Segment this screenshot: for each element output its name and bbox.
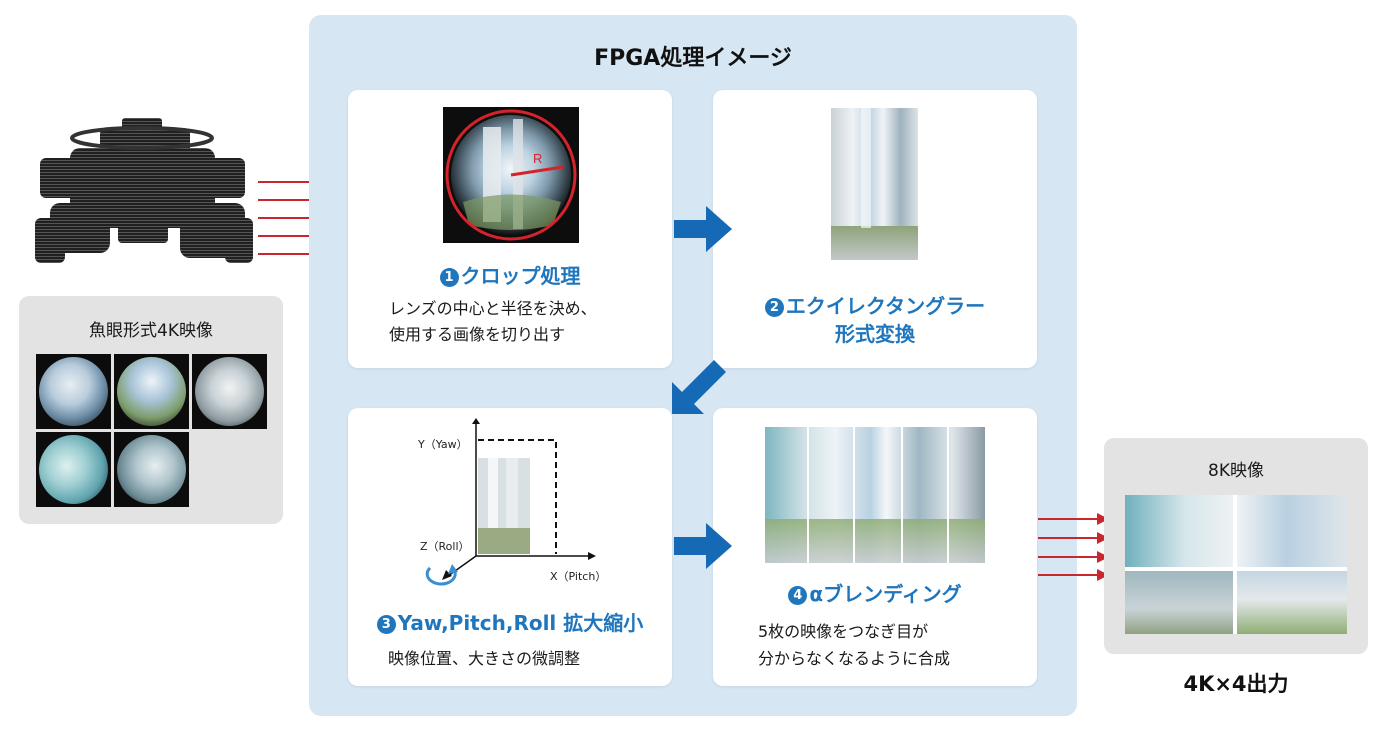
step-number-badge: 2 — [764, 298, 784, 317]
flow-arrow-diagonal-icon — [672, 360, 726, 414]
output-signal-arrows — [1038, 513, 1109, 581]
flow-arrow-right-icon — [674, 523, 732, 569]
fisheye-thumbnail — [192, 354, 267, 429]
flow-arrow-right-icon — [674, 206, 732, 252]
crop-fisheye-image: R — [443, 107, 579, 243]
fisheye-thumbnail — [114, 432, 189, 507]
step-equirect-title-line: エクイレクタングラー — [785, 294, 986, 318]
fisheye-thumbnail — [114, 354, 189, 429]
fisheye-thumbnail — [36, 354, 111, 429]
step-number-badge: 1 — [439, 268, 459, 287]
step-number-badge: 3 — [376, 615, 396, 634]
blended-panorama-image — [765, 427, 985, 563]
equirectangular-image — [831, 108, 918, 260]
radius-marker-label: R — [533, 151, 542, 166]
camera-rig-image — [35, 118, 253, 263]
step-blend-desc-line: 分からなくなるように合成 — [758, 649, 951, 668]
step-ypr-desc-line: 映像位置、大きさの微調整 — [388, 649, 581, 668]
step-crop-desc-line: レンズの中心と半径を決め、 — [389, 299, 597, 318]
8k-output-image — [1125, 495, 1347, 634]
step-number-badge: 4 — [788, 586, 808, 605]
step-crop-desc-line: 使用する画像を切り出す — [389, 325, 566, 344]
step-equirect-title-line: 形式変換 — [835, 322, 915, 346]
output-caption: 4K×4出力 — [1183, 672, 1289, 696]
step-blend-desc-line: 5枚の映像をつなぎ目が — [758, 622, 929, 641]
x-axis-label: X（Pitch） — [550, 570, 607, 583]
y-axis-label: Y（Yaw） — [418, 438, 468, 451]
8k-output-label: 8K映像 — [1208, 461, 1264, 481]
step-blend-title-text: αブレンディング — [809, 582, 962, 606]
fisheye-thumbnail — [36, 432, 111, 507]
fpga-panel-title: FPGA処理イメージ — [594, 46, 792, 71]
z-axis-label: Z（Roll） — [420, 540, 470, 553]
ypr-axes-diagram — [425, 418, 596, 586]
fisheye-input-label: 魚眼形式4K映像 — [89, 321, 213, 341]
step-ypr-title-text: Yaw,Pitch,Roll 拡大縮小 — [397, 611, 644, 635]
step-crop-title-text: クロップ処理 — [460, 264, 581, 288]
